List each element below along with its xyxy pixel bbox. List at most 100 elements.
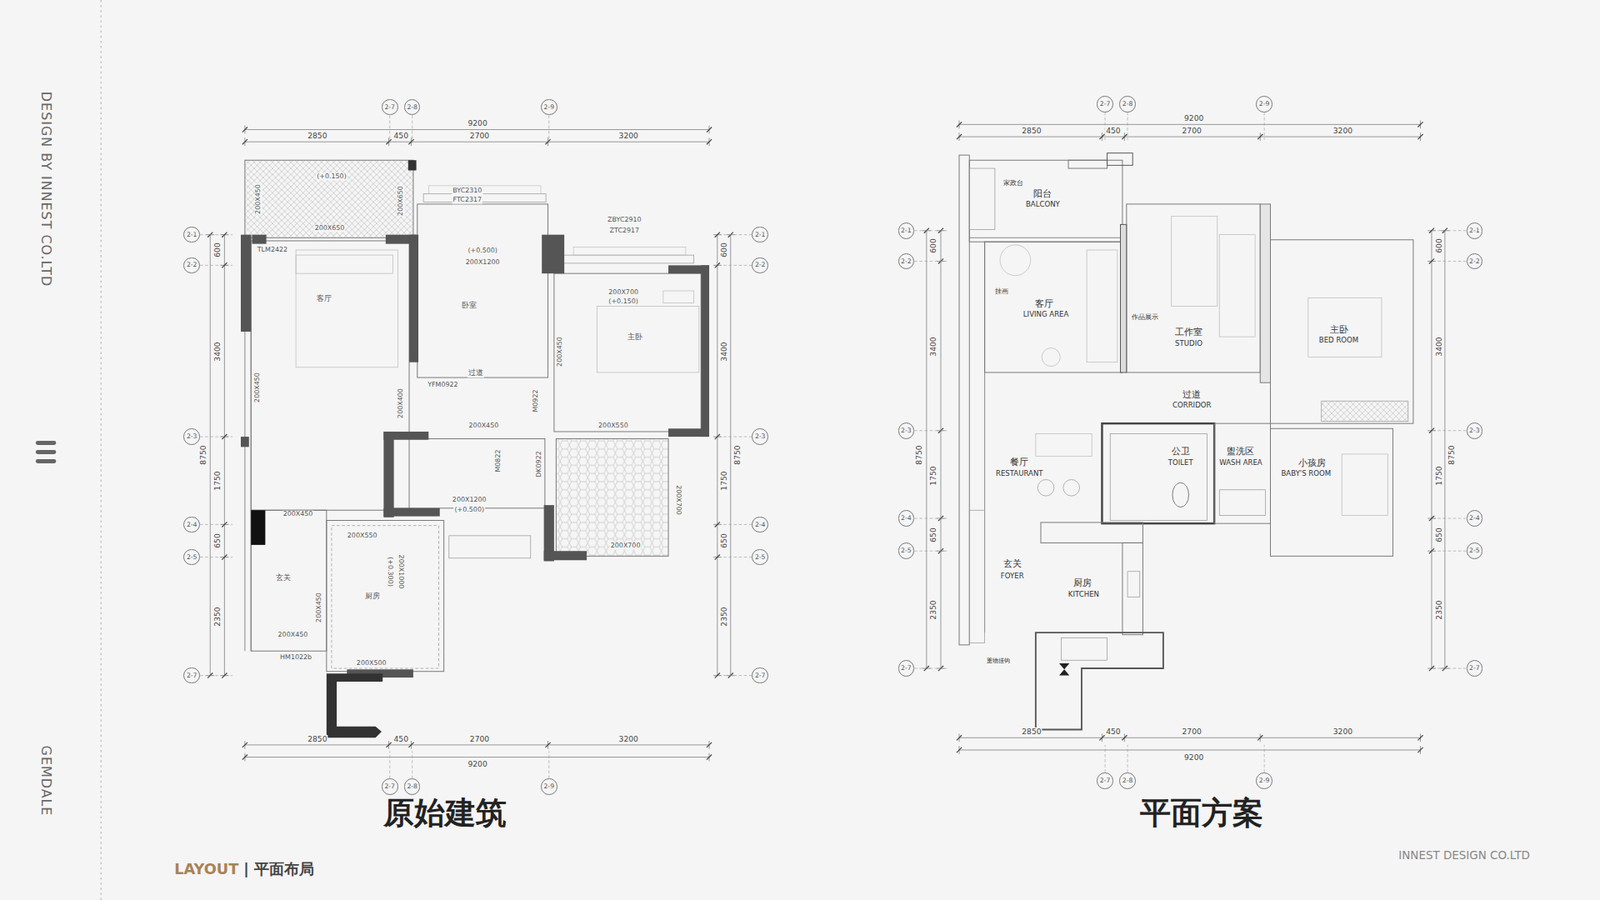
axis-bubble: 2-4: [898, 510, 915, 527]
plan-line: [715, 673, 720, 679]
furniture: [1171, 216, 1218, 307]
plan-line: [715, 521, 720, 527]
furniture: [295, 255, 393, 274]
axis-bubble: 2-2: [751, 257, 769, 275]
dimension: 600: [720, 241, 729, 259]
room-label: RESTAURANT: [995, 470, 1045, 479]
dimension: 600: [213, 241, 222, 259]
room-label: CORRIDOR: [1171, 402, 1212, 410]
wall-outline: [555, 439, 669, 557]
annotation: BYC2310: [451, 187, 483, 195]
annotation: (+0.150): [315, 172, 348, 180]
annotation: (+0.300): [385, 555, 394, 588]
axis-bubble: 2-3: [898, 422, 915, 440]
axis-bubble: 2-9: [540, 99, 558, 116]
plan-line: [956, 134, 962, 140]
room-label: WASH AREA: [1218, 459, 1264, 467]
axis-number: 2-1: [900, 227, 912, 235]
plan-line: [706, 755, 712, 760]
brand-text: DESIGN BY INNEST CO.LTD: [38, 90, 54, 287]
room-label: 工作室: [1174, 327, 1204, 338]
plan-line: [956, 735, 962, 740]
annotation: 200X450: [315, 591, 324, 624]
plan-line: [245, 756, 710, 758]
axis-number: 2-4: [186, 521, 198, 529]
plan-line: [715, 555, 720, 560]
wall-outline: [1068, 160, 1108, 169]
axis-number: 2-1: [186, 231, 198, 239]
plan-line: [200, 675, 233, 676]
plan-line: [245, 129, 710, 130]
plan-line: [245, 141, 710, 143]
furniture: [1321, 400, 1409, 421]
dimension: 8750: [733, 444, 742, 465]
plan-line: [408, 742, 414, 748]
furniture: [1063, 480, 1080, 497]
axis-number: 2-7: [186, 672, 198, 680]
furniture: [1040, 522, 1143, 543]
axis-number: 2-7: [1100, 100, 1111, 108]
plan-line: [200, 265, 233, 266]
dashed-zone: [331, 525, 440, 669]
wall-outline: [985, 241, 1123, 373]
plan-line: [956, 747, 962, 753]
room-label: STUDIO: [1174, 340, 1204, 348]
plan-line: [719, 234, 752, 235]
room-label: 小孩房: [1297, 458, 1327, 469]
plan-line: [1433, 518, 1466, 520]
dimension: 650: [1434, 526, 1443, 544]
dimension: 9200: [466, 119, 488, 128]
wall-solid: [383, 431, 429, 440]
furniture: [1037, 480, 1055, 497]
furniture: [1127, 571, 1140, 598]
annotation: M0822: [494, 449, 502, 474]
wall-outline: [969, 160, 1123, 242]
plan-line: [719, 265, 752, 266]
axis-number: 2-3: [900, 427, 912, 435]
dimension: 3400: [1434, 336, 1443, 358]
axis-number: 2-3: [186, 433, 198, 440]
room-label: 主卧: [626, 334, 644, 342]
dimension: 2700: [1181, 727, 1203, 736]
dimension: 2350: [213, 605, 222, 627]
plan-line: [1429, 515, 1435, 521]
room-label: 作品展示: [1130, 313, 1160, 321]
axis-number: 2-3: [1469, 427, 1480, 435]
annotation: 200X450: [277, 630, 310, 639]
dimension: 450: [392, 734, 410, 743]
plan-line: [959, 737, 1420, 739]
dimension: 8750: [199, 444, 208, 465]
plan-line: [1121, 735, 1127, 740]
plan-line: [1429, 428, 1435, 434]
furniture: [1086, 250, 1118, 363]
axis-bubble: 2-7: [381, 778, 399, 795]
room-label: 客厅: [1034, 299, 1055, 310]
axis-number: 2-4: [900, 515, 912, 522]
axis-number: 2-4: [1469, 515, 1480, 522]
plan-line: [940, 230, 941, 669]
room-label: 公卫: [1170, 446, 1191, 457]
axis-number: 2-1: [755, 231, 766, 239]
plan-line: [730, 235, 731, 676]
room-label: 厨房: [364, 593, 381, 601]
annotation: 200X450: [556, 336, 565, 369]
dimension: 3200: [1332, 126, 1354, 135]
annotation: 200X450: [253, 371, 261, 404]
plan-line: [245, 744, 710, 745]
plan-line: [242, 126, 248, 132]
plan-line: [1127, 112, 1129, 140]
wall-solid: [240, 436, 250, 447]
annotation: 200X1200: [451, 496, 488, 505]
plan-line: [706, 742, 712, 748]
annotation: 200X650: [314, 225, 346, 233]
annotation: 200X500: [355, 660, 388, 668]
furniture: [1041, 348, 1060, 367]
annotation: DK0922: [535, 450, 543, 479]
plan-line: [715, 434, 720, 440]
plan-line: [914, 430, 947, 431]
plan-line: [408, 139, 414, 145]
menu-icon-bar: [35, 459, 56, 464]
axis-number: 2-9: [1259, 100, 1270, 108]
annotation: 200X700: [610, 542, 642, 550]
